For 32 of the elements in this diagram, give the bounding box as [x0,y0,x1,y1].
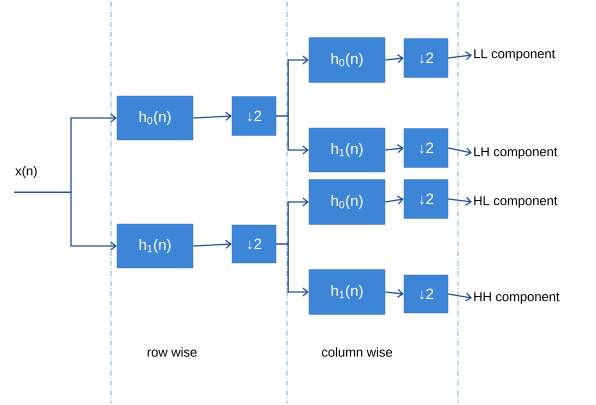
downsampler-box: ↓2 [404,38,448,78]
filter-box: h$_{0}$(n) [308,37,386,83]
arrow [385,288,404,298]
signal-label: HH component [474,292,560,304]
downsampler-box: ↓2 [404,128,448,168]
arrow [276,115,309,154]
downsampler-box: ↓2 [232,224,276,264]
arrow [448,147,472,156]
arrow [193,112,232,121]
section-label: column wise [322,347,392,357]
signal-label: LL component [474,49,556,61]
arrow [385,54,404,64]
arrow [276,243,309,296]
section-label: row wise [148,347,197,357]
arrow [385,195,404,204]
downsampler-box: ↓2 [232,96,276,136]
arrow [14,192,117,250]
arrow [448,51,472,60]
arrow [448,292,472,302]
filter-box: h$_{0}$(n) [308,179,386,225]
arrow [193,240,232,249]
filter-box: h$_{1}$(n) [308,269,386,315]
arrow [385,144,404,154]
filter-box: h$_{1}$(n) [308,128,386,172]
signal-label: HL component [474,196,558,208]
filter-box: h$_{1}$(n) [116,224,194,268]
downsampler-box: ↓2 [404,179,448,219]
arrow [448,196,472,206]
signal-label: x(n) [15,166,37,178]
signal-label: LH component [474,147,558,159]
filter-box: h$_{0}$(n) [116,96,194,140]
downsampler-box: ↓2 [404,274,448,314]
